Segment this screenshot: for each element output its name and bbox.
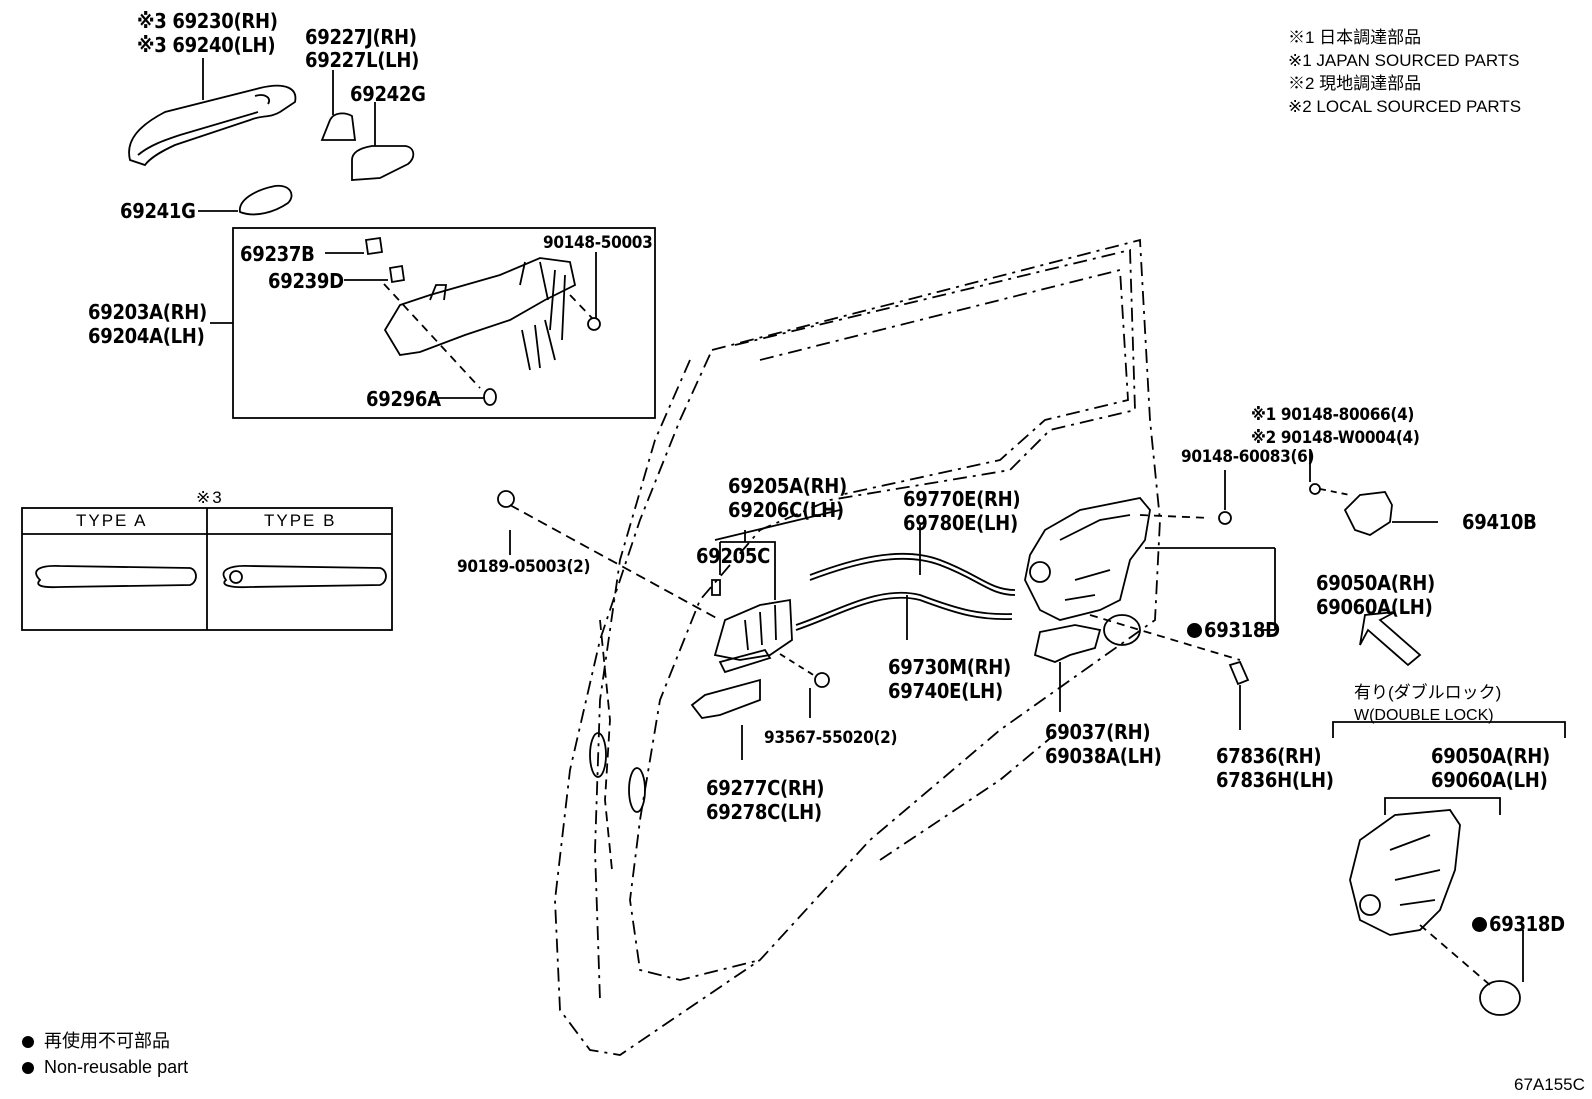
note-japan-sourced-jp: ※1 日本調達部品 (1288, 28, 1422, 47)
label-69318d: 69318D (1187, 618, 1280, 642)
door-lock-part-2 (1349, 809, 1461, 936)
legend-jp: 再使用不可部品 (22, 1028, 170, 1054)
label-69740e: 69740E(LH) (888, 679, 1003, 703)
handle-pad-part (239, 184, 293, 216)
note-japan-sourced-en: ※1 JAPAN SOURCED PARTS (1288, 51, 1520, 70)
label-69038a: 69038A(LH) (1045, 744, 1162, 768)
label-69227l: 69227L(LH) (305, 48, 420, 72)
part-69237b (364, 236, 384, 256)
cable-69730m (795, 591, 1013, 626)
label-69050a: 69050A(RH) (1316, 571, 1435, 595)
legend-dot-icon (22, 1062, 34, 1075)
label-69277c: 69277C(RH) (706, 776, 825, 800)
bezel-part (690, 678, 761, 719)
seal-69318d (1103, 614, 1141, 646)
inside-handle-part (713, 598, 793, 661)
label-69203a: 69203A(RH) (88, 300, 207, 324)
part-69205c (711, 579, 721, 596)
legend-dot-icon (22, 1036, 34, 1049)
outside-handle-part (128, 84, 297, 167)
double-lock-en: W(DOUBLE LOCK) (1354, 707, 1494, 724)
label-69204a: 69204A(LH) (88, 324, 205, 348)
label-69237b: 69237B (240, 242, 315, 266)
label-69060a-2: 69060A(LH) (1431, 768, 1548, 792)
label-90148-50003: 90148-50003 (543, 233, 653, 253)
label-90148-80066: ※1 90148-80066(4) (1251, 405, 1415, 425)
label-67836: 67836(RH) (1216, 744, 1322, 768)
type-b-heading: TYPE B (264, 511, 337, 530)
label-69241g: 69241G (120, 199, 196, 223)
label-69780e: 69780E(LH) (903, 511, 1018, 535)
type-b-handle (222, 565, 387, 589)
label-69205a: 69205A(RH) (728, 474, 847, 498)
part-69239d (388, 264, 406, 284)
door-lock-part (1024, 497, 1151, 621)
label-69050a-2: 69050A(RH) (1431, 744, 1550, 768)
door-outline (554, 238, 1161, 1056)
striker-part (1343, 491, 1393, 536)
label-69227j: 69227J(RH) (305, 25, 417, 49)
label-90189: 90189-05003(2) (457, 557, 591, 577)
label-67836h: 67836H(LH) (1216, 768, 1334, 792)
label-90148-60083: 90148-60083(6) (1181, 447, 1315, 467)
handle-cover-part (351, 145, 415, 181)
label-90148-w0004: ※2 90148-W0004(4) (1251, 428, 1420, 448)
non-reusable-dot-icon (1187, 623, 1202, 638)
label-93567: 93567-55020(2) (764, 728, 898, 748)
cable-69770e (809, 552, 1016, 591)
label-69296a: 69296A (366, 387, 441, 411)
label-69239d: 69239D (268, 269, 344, 293)
seal-69318d-2 (1479, 980, 1521, 1016)
label-69278c: 69278C(LH) (706, 800, 822, 824)
type-mark: ※3 (196, 488, 224, 507)
legend-en: Non-reusable part (22, 1054, 188, 1080)
part-67836 (1228, 660, 1250, 686)
label-69730m: 69730M(RH) (888, 655, 1011, 679)
label-69206c: 69206C(LH) (728, 498, 844, 522)
non-reusable-dot-icon (1472, 917, 1487, 932)
note-local-sourced-jp: ※2 現地調達部品 (1288, 74, 1422, 93)
arrow-icon (1359, 611, 1422, 667)
lock-cover-part (1033, 624, 1102, 663)
label-69770e: 69770E(RH) (903, 487, 1021, 511)
label-69205c: 69205C (696, 544, 771, 568)
double-lock-jp: 有り(ダブルロック) (1354, 683, 1502, 702)
label-69240: ※3 69240(LH) (137, 33, 276, 57)
label-69242g: 69242G (350, 82, 426, 106)
handle-cap-part (320, 112, 357, 141)
type-a-heading: TYPE A (76, 511, 148, 530)
label-69060a: 69060A(LH) (1316, 595, 1433, 619)
note-local-sourced-en: ※2 LOCAL SOURCED PARTS (1288, 97, 1522, 116)
label-69230: ※3 69230(RH) (137, 9, 278, 33)
label-69037: 69037(RH) (1045, 720, 1151, 744)
figure-id: 67A155C (1514, 1075, 1585, 1094)
type-a-handle (35, 565, 197, 589)
handle-frame-part (383, 257, 577, 356)
double-lock-bracket (1332, 721, 1566, 738)
label-69318d-2: 69318D (1472, 912, 1565, 936)
label-69410b: 69410B (1462, 510, 1537, 534)
